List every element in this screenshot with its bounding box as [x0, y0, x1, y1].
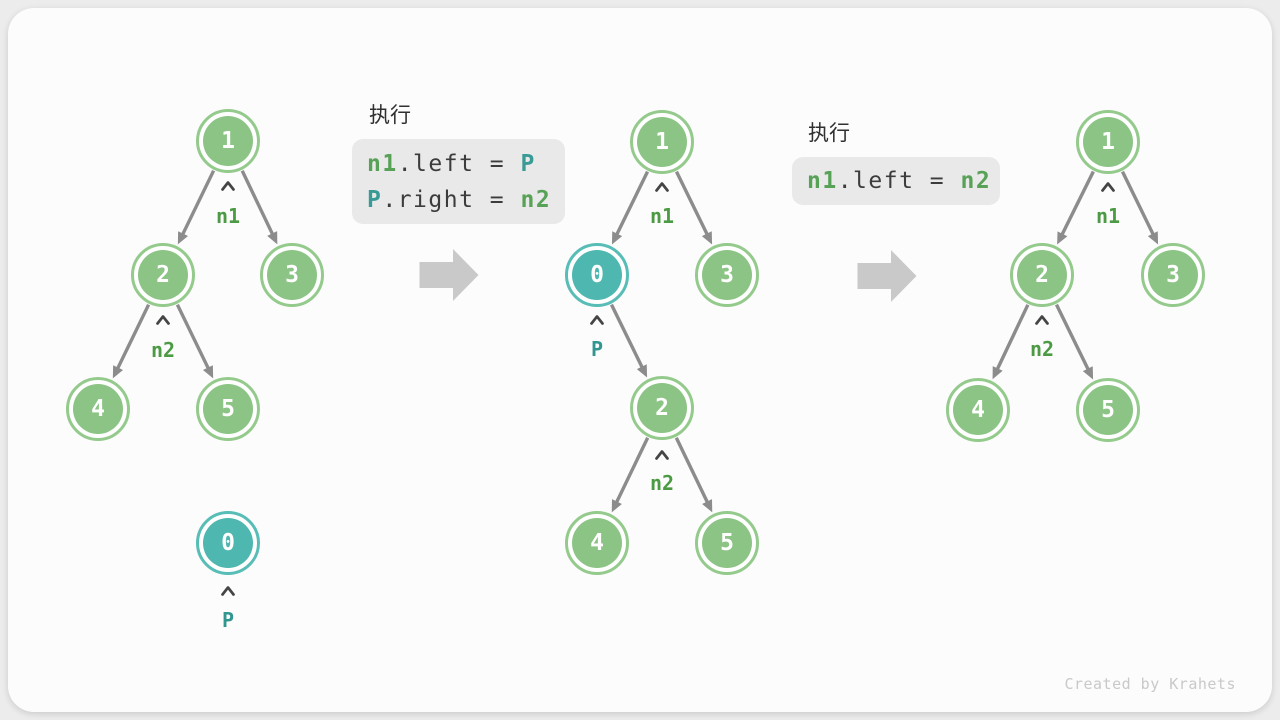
chevron-up-icon	[1101, 182, 1115, 192]
edge-arrowhead-icon	[267, 231, 278, 245]
code-heading: 执行	[369, 103, 411, 127]
edge-arrowhead-icon	[1082, 366, 1094, 380]
code-token-keyword: P	[367, 186, 383, 213]
chevron-up-icon	[221, 586, 235, 596]
tree-edge	[609, 303, 645, 371]
tree-node-value: 2	[138, 250, 188, 300]
tree-node-value: 1	[203, 116, 253, 166]
code-heading: 执行	[808, 121, 850, 145]
tree-edge	[1120, 170, 1156, 238]
code-line: n1.left = n2	[807, 163, 990, 199]
edge-arrowhead-icon	[611, 231, 623, 245]
tree-edge	[674, 436, 710, 505]
tree-node-value: 0	[572, 250, 622, 300]
tree-node-value: 4	[572, 518, 622, 568]
code-snippet: n1.left = n2	[792, 157, 1000, 205]
chevron-up-icon	[1035, 315, 1049, 325]
tree-node-5: 5	[196, 377, 260, 441]
tree-node-value: 5	[702, 518, 752, 568]
tree-node-5: 5	[695, 511, 759, 575]
edge-arrowhead-icon	[112, 365, 124, 379]
edge-arrowhead-icon	[702, 499, 713, 513]
tree-node-0: 0	[196, 511, 260, 575]
tree-edge	[175, 303, 211, 372]
tree-node-value: 5	[1083, 385, 1133, 435]
tree-edge	[180, 169, 216, 238]
tree-node-1: 1	[1076, 110, 1140, 174]
chevron-up-icon	[221, 181, 235, 191]
watermark-text: Created by Krahets	[1064, 675, 1236, 693]
pointer-label-n1: n1	[649, 204, 675, 228]
chevron-up-icon	[655, 182, 669, 192]
edge-arrowhead-icon	[177, 231, 189, 245]
tree-node-value: 3	[267, 250, 317, 300]
tree-node-0: 0	[565, 243, 629, 307]
pointer-label-P: P	[221, 608, 235, 632]
edge-arrowhead-icon	[202, 365, 214, 379]
tree-node-5: 5	[1076, 378, 1140, 442]
tree-node-value: 1	[637, 117, 687, 167]
tree-node-value: 3	[1148, 250, 1198, 300]
edge-arrowhead-icon	[611, 499, 622, 513]
tree-node-1: 1	[196, 109, 260, 173]
tree-node-value: 4	[953, 385, 1003, 435]
tree-node-3: 3	[1141, 243, 1205, 307]
pointer-label-n1: n1	[1095, 204, 1121, 228]
tree-node-value: 5	[203, 384, 253, 434]
tree-node-3: 3	[260, 243, 324, 307]
tree-edge	[240, 170, 276, 237]
code-token-keyword: P	[520, 150, 536, 177]
tree-node-value: 4	[73, 384, 123, 434]
tree-node-value: 0	[203, 518, 253, 568]
chevron-up-icon	[156, 315, 170, 325]
chevron-up-icon	[590, 315, 604, 325]
tree-node-4: 4	[565, 511, 629, 575]
pointer-label-n1: n1	[215, 204, 241, 228]
pointer-label-n2: n2	[649, 471, 675, 495]
code-token: .left =	[837, 168, 961, 194]
tree-edge	[614, 436, 650, 505]
transition-arrow-icon	[419, 249, 479, 301]
tree-node-4: 4	[66, 377, 130, 441]
edge-arrowhead-icon	[992, 366, 1003, 380]
code-token-keyword: n1	[807, 168, 838, 194]
tree-edge	[994, 304, 1030, 372]
pointer-label-n2: n2	[150, 338, 176, 362]
tree-node-2: 2	[131, 243, 195, 307]
tree-edge	[1054, 303, 1091, 373]
tree-node-value: 2	[1017, 250, 1067, 300]
edge-arrowhead-icon	[636, 364, 648, 378]
tree-node-2: 2	[630, 376, 694, 440]
tree-node-2: 2	[1010, 243, 1074, 307]
code-token-keyword: n1	[367, 150, 398, 177]
tree-edge	[614, 170, 650, 238]
tree-node-4: 4	[946, 378, 1010, 442]
tree-edge	[115, 303, 151, 372]
tree-node-3: 3	[695, 243, 759, 307]
pointer-label-P: P	[590, 337, 604, 361]
code-line: n1.left = P	[367, 146, 550, 182]
transition-arrow-icon	[857, 250, 917, 302]
code-token-keyword: n2	[520, 186, 552, 213]
edge-arrowhead-icon	[701, 231, 713, 245]
code-token: .left =	[397, 150, 521, 177]
code-line: P.right = n2	[367, 182, 550, 218]
tree-node-value: 3	[702, 250, 752, 300]
code-token-keyword: n2	[960, 168, 992, 194]
tree-edge	[1059, 170, 1095, 238]
tree-edge	[674, 170, 710, 238]
edge-arrowhead-icon	[1057, 231, 1068, 245]
tree-node-value: 1	[1083, 117, 1133, 167]
tree-node-1: 1	[630, 110, 694, 174]
chevron-up-icon	[655, 450, 669, 460]
pointer-label-n2: n2	[1029, 337, 1055, 361]
code-token: .right =	[382, 186, 521, 213]
tree-node-value: 2	[637, 383, 687, 433]
edge-arrowhead-icon	[1147, 231, 1159, 245]
